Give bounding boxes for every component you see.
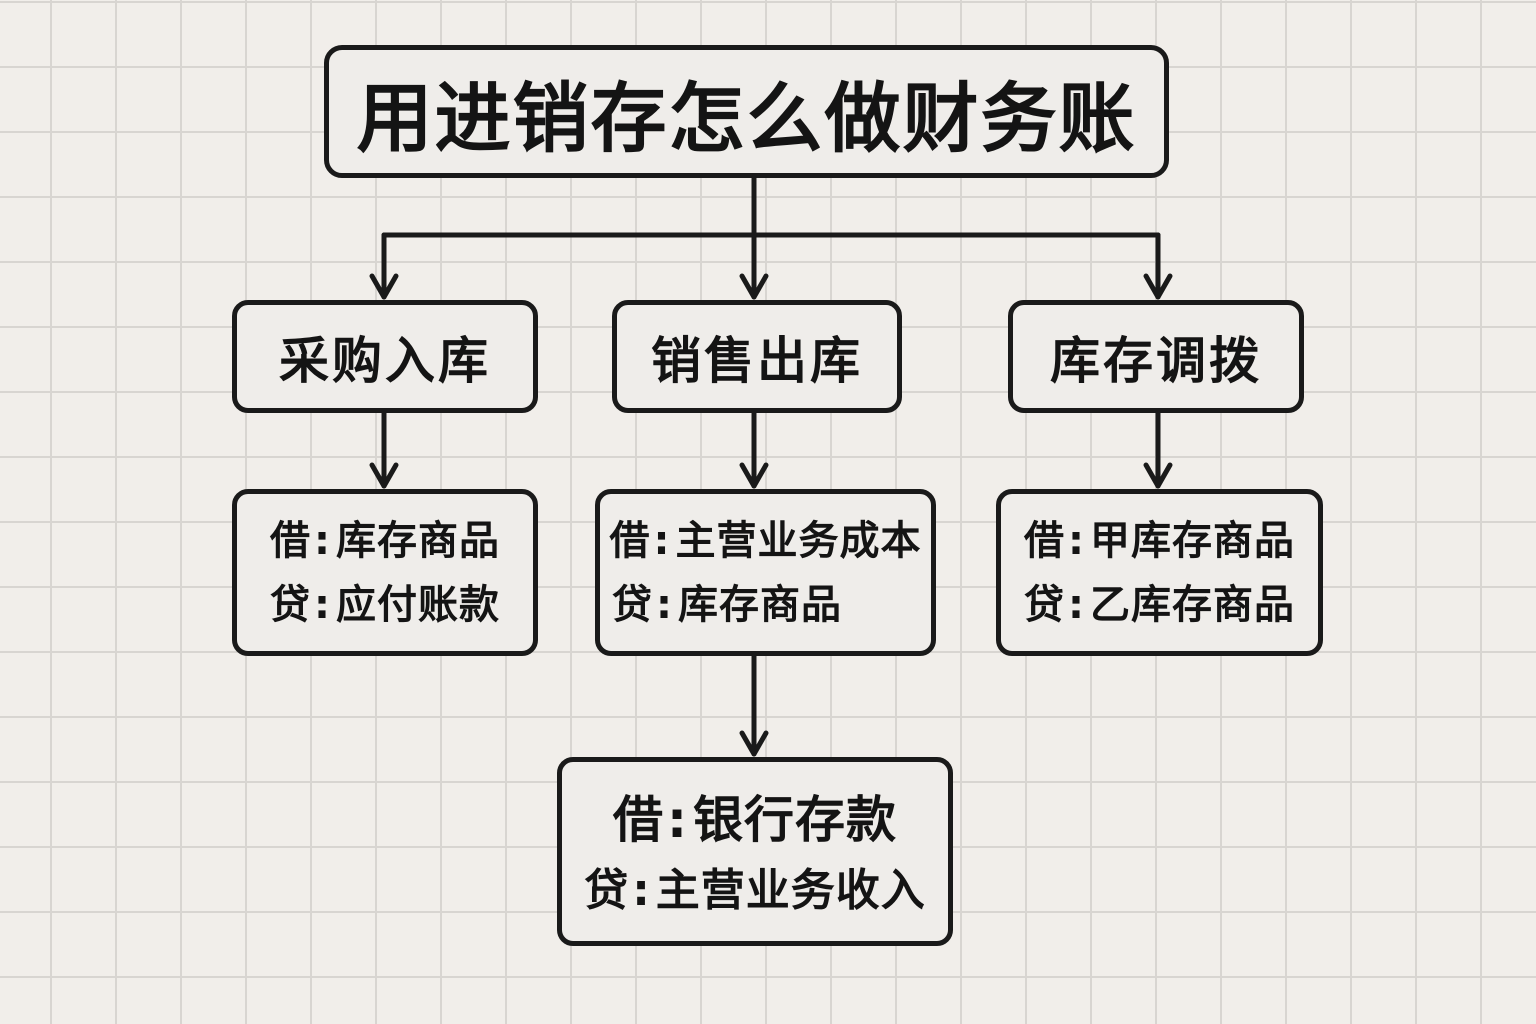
separator: : <box>667 790 687 849</box>
debit-account: 库存商品 <box>336 517 500 564</box>
debit-account: 银行存款 <box>693 790 897 849</box>
credit-line: 贷:库存商品 <box>612 573 842 637</box>
diagram-title: 用进销存怎么做财务账 <box>356 73 1137 163</box>
arrow-purchase-to-entry <box>369 410 399 489</box>
debit-line: 借:主营业务成本 <box>610 509 922 573</box>
credit-account: 乙库存商品 <box>1090 581 1295 628</box>
journal-entry-sales-revenue: 借:银行存款 贷:主营业务收入 <box>557 757 953 946</box>
arrow-sales-entry-to-revenue <box>739 653 769 757</box>
separator: : <box>1068 517 1084 564</box>
category-sales-outbound: 销售出库 <box>612 300 902 413</box>
debit-label: 借 <box>613 790 663 849</box>
separator: : <box>314 581 330 628</box>
separator: : <box>1068 581 1084 628</box>
separator: : <box>653 517 670 564</box>
category-purchase-inbound: 采购入库 <box>232 300 538 413</box>
credit-label: 贷 <box>270 581 310 628</box>
credit-line: 贷:乙库存商品 <box>1024 573 1295 637</box>
credit-account: 主营业务收入 <box>655 864 926 916</box>
separator: : <box>314 517 330 564</box>
arrow-to-transfer <box>1143 232 1173 300</box>
debit-label: 借 <box>1024 517 1064 564</box>
arrow-sales-to-entry <box>739 410 769 489</box>
debit-account: 甲库存商品 <box>1090 517 1295 564</box>
credit-account: 库存商品 <box>678 581 842 628</box>
separator: : <box>656 581 672 628</box>
arrow-to-sales <box>739 232 769 300</box>
journal-entry-sales-cost: 借:主营业务成本 贷:库存商品 <box>595 489 936 656</box>
category-label: 库存调拨 <box>1050 331 1262 390</box>
journal-entry-transfer: 借:甲库存商品 贷:乙库存商品 <box>996 489 1323 656</box>
credit-account: 应付账款 <box>336 581 500 628</box>
credit-label: 贷 <box>1024 581 1064 628</box>
category-label: 销售出库 <box>651 331 863 390</box>
credit-line: 贷:应付账款 <box>270 573 500 637</box>
separator: : <box>632 864 650 916</box>
debit-line: 借:甲库存商品 <box>1024 509 1295 573</box>
arrow-transfer-to-entry <box>1143 410 1173 489</box>
debit-label: 借 <box>609 517 650 564</box>
category-label: 采购入库 <box>279 331 491 390</box>
debit-account: 主营业务成本 <box>675 517 922 564</box>
journal-entry-purchase: 借:库存商品 贷:应付账款 <box>232 489 538 656</box>
category-inventory-transfer: 库存调拨 <box>1008 300 1304 413</box>
title-box: 用进销存怎么做财务账 <box>324 45 1169 178</box>
debit-line: 借:库存商品 <box>270 509 500 573</box>
debit-label: 借 <box>270 517 310 564</box>
debit-line: 借:银行存款 <box>613 781 897 859</box>
arrow-to-purchase <box>369 232 399 300</box>
credit-line: 贷:主营业务收入 <box>584 859 926 923</box>
credit-label: 贷 <box>584 864 629 916</box>
credit-label: 贷 <box>612 581 652 628</box>
